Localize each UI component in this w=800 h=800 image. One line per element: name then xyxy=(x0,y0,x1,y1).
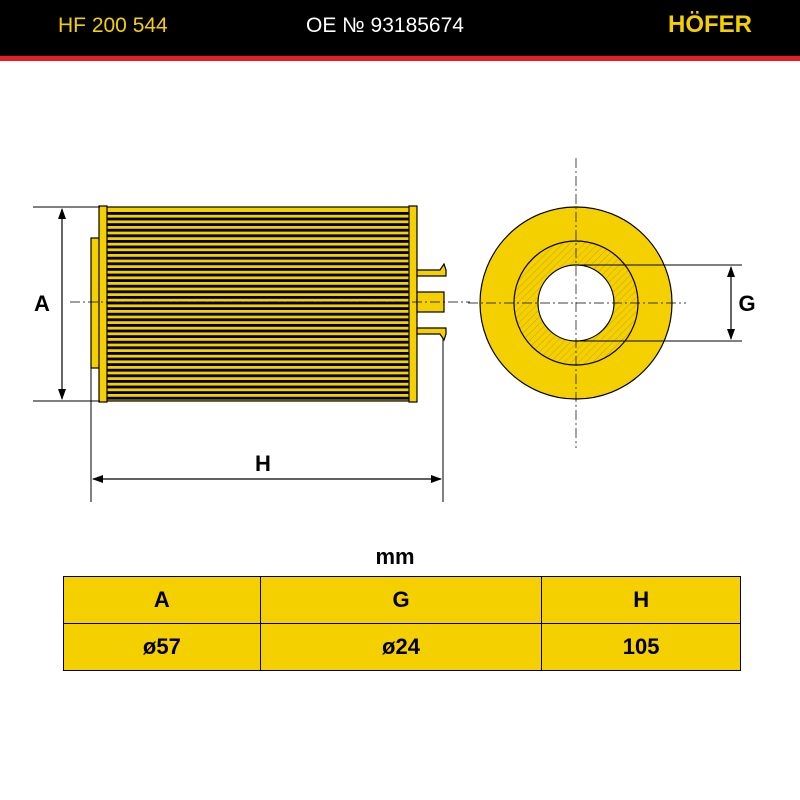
pleat-stripe xyxy=(107,307,409,310)
pleat-stripe xyxy=(107,256,409,260)
pleat-stripe xyxy=(107,335,409,338)
filter-end-view xyxy=(468,158,686,448)
pleat-stripe xyxy=(107,396,409,400)
header-bar xyxy=(0,0,800,56)
lower-clip xyxy=(416,327,447,342)
table-value-row: ø57 ø24 105 xyxy=(63,623,741,671)
part-number: HF 200 544 xyxy=(58,14,168,37)
dimension-g xyxy=(576,264,742,342)
pleat-stripe xyxy=(107,346,409,350)
pleat-stripe xyxy=(107,240,409,243)
pleat-stripe xyxy=(107,245,409,249)
pleat-stripe xyxy=(107,312,409,316)
pleat-stripe xyxy=(107,251,409,254)
dimension-a-label: A xyxy=(34,291,50,316)
pleat-stripe xyxy=(107,324,409,327)
pleat-stripe xyxy=(107,363,409,366)
pleat-stripe xyxy=(107,262,409,266)
left-end-cap xyxy=(98,205,108,403)
unit-label: mm xyxy=(375,544,415,569)
pleat-stripe xyxy=(107,329,409,333)
value-cell-a: ø57 xyxy=(63,623,261,671)
pleat-stripe xyxy=(107,234,409,238)
pleat-stripe xyxy=(107,268,409,271)
oe-number: OE № 93185674 xyxy=(306,14,464,37)
pleat-stripe xyxy=(107,357,409,361)
pleat-stripe xyxy=(107,380,409,383)
pleat-stripe xyxy=(107,217,409,221)
pleat-stripe xyxy=(107,290,409,294)
pleat-stripe xyxy=(107,374,409,378)
pleat-stripe xyxy=(107,340,409,344)
dimension-h-label: H xyxy=(255,451,271,476)
filter-side-view xyxy=(70,205,470,403)
dimension-g-label: G xyxy=(738,291,755,316)
dimension-a xyxy=(33,206,100,402)
pleat-stripe xyxy=(107,352,409,355)
pleat-stripe xyxy=(107,385,409,389)
right-end-cap xyxy=(408,205,418,403)
pleat-stripe xyxy=(107,296,409,299)
header-cell-g: G xyxy=(259,576,543,624)
pleat-stripe xyxy=(107,279,409,282)
pleat-stripe xyxy=(107,368,409,372)
pleat-stripe xyxy=(107,223,409,226)
pleat-stripe xyxy=(107,228,409,232)
pleat-stripe xyxy=(107,301,409,305)
brand-logo: HÖFER xyxy=(668,11,752,38)
value-cell-g: ø24 xyxy=(259,623,543,671)
pleat-stripe xyxy=(107,391,409,394)
upper-clip xyxy=(416,262,447,277)
pleat-stripe xyxy=(107,318,409,322)
value-cell-h: 105 xyxy=(541,623,741,671)
header-cell-a: A xyxy=(63,576,261,624)
pleat-lines xyxy=(107,212,409,400)
pleat-stripe xyxy=(107,212,409,215)
header-red-rule xyxy=(0,56,800,61)
dimension-h xyxy=(90,338,444,502)
pleat-stripe xyxy=(107,273,409,277)
dimensions-table: A G H ø57 ø24 105 xyxy=(63,576,741,671)
header-cell-h: H xyxy=(541,576,741,624)
pleat-stripe xyxy=(107,284,409,288)
table-header-row: A G H xyxy=(63,576,741,624)
